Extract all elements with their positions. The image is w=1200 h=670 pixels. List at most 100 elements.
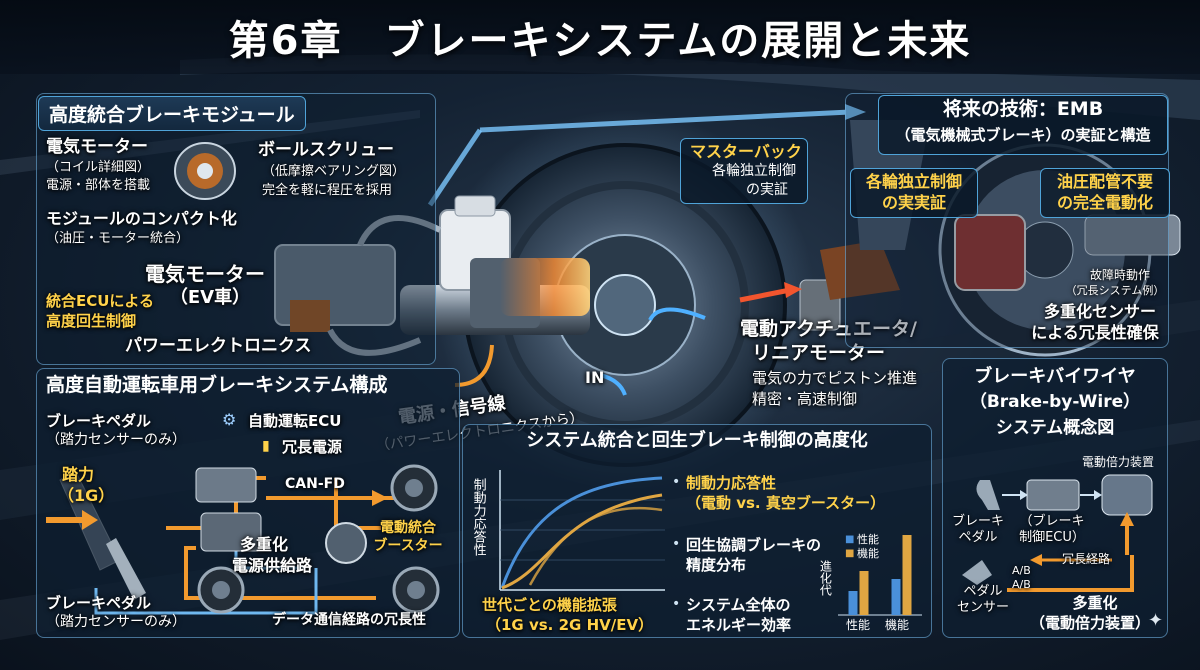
bullet-2-line2: 精度分布 bbox=[686, 556, 747, 574]
bar-1-2 bbox=[859, 571, 869, 615]
master-box bbox=[680, 138, 808, 204]
bbw-redund-path: 冗長経路 bbox=[1062, 552, 1111, 566]
pedal-top-line2: （踏力センサーのみ） bbox=[46, 432, 186, 448]
motor1-name: 電気モーター bbox=[46, 137, 148, 157]
page-title: 第6章 ブレーキシステムの展開と未来 bbox=[228, 18, 972, 64]
emb-subtitle: （電気機械式ブレーキ）の実証と構造 bbox=[895, 126, 1151, 144]
master-sub2: の実証 bbox=[746, 182, 788, 198]
canfd-label: CAN-FD bbox=[285, 476, 345, 492]
motor2-sub: （EV車） bbox=[169, 287, 251, 308]
booster-line2: ブースター bbox=[373, 538, 443, 554]
actuator-sub2: 精密・高速制御 bbox=[752, 390, 858, 408]
bbw-diagram bbox=[962, 474, 1153, 592]
emb-indep-box bbox=[850, 168, 978, 218]
bullet-dot-1: • bbox=[672, 474, 681, 490]
bullet-1-line1: 制動力応答性 bbox=[686, 474, 777, 492]
actuator-sub1: 電気の力でピストン推進 bbox=[752, 369, 918, 387]
bullet-1-line2: （電動 vs. 真空ブースター） bbox=[686, 494, 886, 512]
bbw-ecu-line2: 制御ECU） bbox=[1019, 530, 1085, 545]
bbw-ab1: A/B bbox=[1012, 564, 1031, 577]
auto-ecu: 自動運転ECU bbox=[248, 412, 342, 430]
compact-sub: （油圧・モーター統合） bbox=[46, 231, 190, 246]
motor1-sub2: 電源・部体を搭載 bbox=[46, 178, 151, 193]
header: 第6章 ブレーキシステムの展開と未来 bbox=[0, 0, 1200, 74]
multi-line2: 電源供給路 bbox=[232, 556, 313, 575]
master-sub1: 各輪独立制御 bbox=[712, 163, 796, 179]
bbw-multi-line2: （電動倍力装置） bbox=[1029, 614, 1150, 632]
legend-label-1: 性能 bbox=[857, 533, 879, 546]
bar-2-2 bbox=[902, 535, 912, 615]
bbw-pedal-line2: ペダル bbox=[958, 530, 998, 545]
emb-indep-line1: 各輪独立制御 bbox=[865, 172, 962, 191]
bullet-2-line1: 回生協調ブレーキの bbox=[686, 536, 822, 554]
bbw-sub2: システム概念図 bbox=[995, 418, 1115, 438]
bbw-booster-label: 電動倍力装置 bbox=[1082, 455, 1155, 469]
response-curve-chart bbox=[499, 470, 665, 591]
emb-nohyd-line2: の完全電動化 bbox=[1056, 193, 1153, 212]
bullet-3-line1: システム全体の bbox=[686, 596, 791, 614]
bar-xlabel-2: 機能 bbox=[885, 618, 910, 632]
bar-2-1 bbox=[891, 579, 901, 615]
bullet-dot-3: • bbox=[672, 596, 681, 612]
data-redund: データ通信経路の冗長性 bbox=[272, 612, 426, 628]
ecu-line1: 統合ECUによる bbox=[46, 292, 154, 310]
bbw-ab2: A/B bbox=[1012, 578, 1031, 591]
integration-yaxis: 制動力応答性 bbox=[470, 478, 486, 556]
emb-fault-line1: 故障時動作 bbox=[1089, 268, 1150, 282]
module-title: 高度統合ブレーキモジュール bbox=[38, 96, 306, 131]
emb-nohyd-line1: 油圧配管不要 bbox=[1056, 172, 1153, 191]
gen-caption-line2: （1G vs. 2G HV/EV） bbox=[486, 616, 654, 634]
pedal-top-line1: ブレーキペダル bbox=[46, 412, 152, 430]
power-electronics: パワーエレクトロニクス bbox=[125, 336, 312, 356]
bullet-3-line2: エネルギー効率 bbox=[686, 616, 792, 634]
sparkle-icon: ✦ bbox=[1148, 610, 1164, 631]
in-label: IN bbox=[585, 368, 605, 387]
legend-label-2: 機能 bbox=[857, 547, 879, 560]
bar-chart bbox=[838, 535, 922, 616]
motor1-sub1: （コイル詳細図） bbox=[46, 160, 151, 175]
bar-chart-ylabel: 進化代 bbox=[818, 560, 833, 596]
booster-line1: 電動統合 bbox=[380, 520, 436, 536]
ballscrew-name: ボールスクリュー bbox=[258, 140, 394, 160]
gen-caption-line1: 世代ごとの機能拡張 bbox=[482, 596, 617, 614]
bbw-sensor-line2: センサー bbox=[956, 600, 1009, 615]
ballscrew-sub1: （低摩擦ベアリング図） bbox=[262, 164, 406, 179]
bbw-title: ブレーキバイワイヤ bbox=[974, 366, 1136, 387]
motor2-name: 電気モーター bbox=[145, 262, 265, 286]
bar-xlabel-1: 性能 bbox=[846, 618, 871, 632]
autodrive-title: 高度自動運転車用ブレーキシステム構成 bbox=[46, 374, 388, 396]
emb-indep-line2: の実実証 bbox=[881, 193, 946, 212]
ballscrew-sub2: 完全を軽に程圧を採用 bbox=[262, 183, 393, 198]
ecu-line2: 高度回生制御 bbox=[46, 312, 137, 330]
bbw-multi-line1: 多重化 bbox=[1072, 594, 1118, 612]
emb-nohyd-box bbox=[1040, 168, 1170, 218]
compact-name: モジュールのコンパクト化 bbox=[46, 209, 237, 228]
actuator-line1: 電動アクチュエータ/ bbox=[740, 318, 917, 340]
gear-icon: ⚙ bbox=[222, 410, 237, 429]
autodrive-flow bbox=[46, 464, 440, 615]
multi-line1: 多重化 bbox=[240, 535, 289, 554]
module-panel bbox=[36, 93, 436, 365]
legend-swatch-1: ■ bbox=[845, 534, 855, 545]
emb-redund-line1: 多重化センサー bbox=[1043, 302, 1156, 321]
bullet-dot-2: • bbox=[672, 536, 681, 552]
pedal-bottom-line1: ブレーキペダル bbox=[46, 594, 152, 612]
legend-swatch-2: ■ bbox=[845, 548, 855, 559]
bbw-pedal-line1: ブレーキ bbox=[951, 514, 1004, 529]
emb-title: 将来の技術：EMB bbox=[942, 98, 1104, 120]
bar-1-1 bbox=[848, 591, 858, 615]
pedal-bottom-line2: （踏力センサーのみ） bbox=[46, 614, 186, 630]
emb-redund-line2: による冗長性確保 bbox=[1031, 323, 1159, 342]
emb-fault-line2: （冗長システム例） bbox=[1065, 284, 1165, 297]
redundant-power: 冗長電源 bbox=[282, 438, 343, 456]
master-name: マスターバック bbox=[690, 142, 802, 161]
autodrive-panel bbox=[36, 368, 460, 638]
force-line2: （1G） bbox=[58, 486, 115, 505]
force-line1: 踏力 bbox=[62, 465, 95, 484]
emb-title-box bbox=[878, 95, 1168, 155]
integration-title: システム統合と回生ブレーキ制御の高度化 bbox=[526, 430, 868, 451]
motor-coil-icon bbox=[174, 142, 236, 200]
bbw-sub1: （Brake-by-Wire） bbox=[969, 392, 1141, 412]
bbw-ecu-line1: （ブレーキ bbox=[1019, 514, 1085, 529]
battery-icon: ▮ bbox=[262, 438, 270, 454]
